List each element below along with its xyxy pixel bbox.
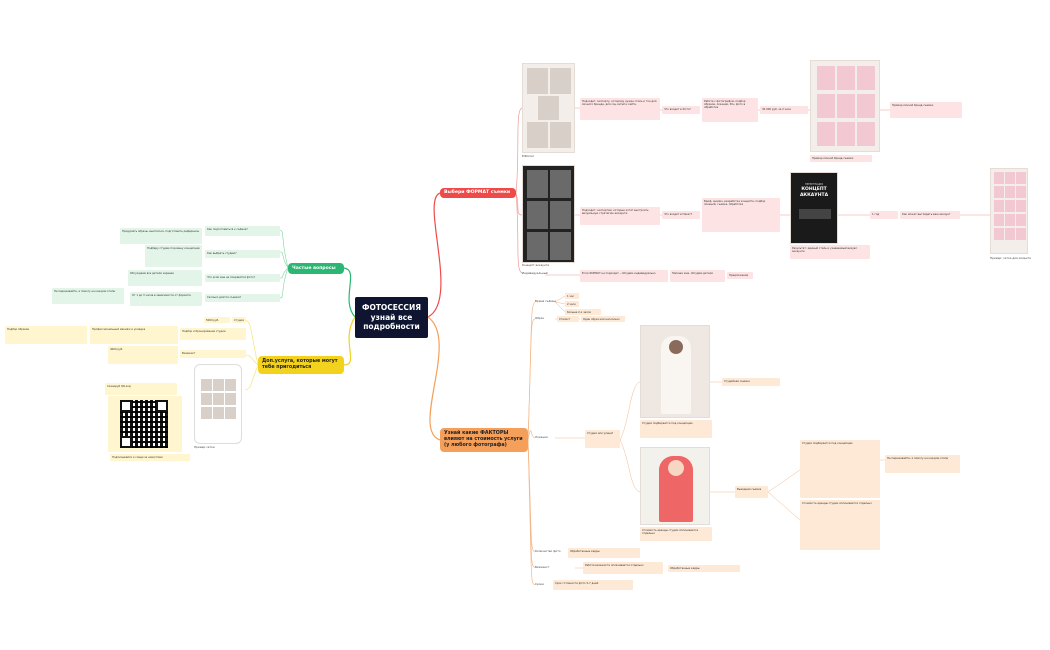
factor-count-note: Обработанные кадры <box>568 548 640 558</box>
studio-photo <box>640 325 710 418</box>
editorial-example-note: Пример личной бренд-съемки <box>810 155 872 162</box>
concept-includes: Что входит в Пакет? <box>662 211 700 219</box>
individual-note: Напиши мне, обсудим детали <box>670 270 725 282</box>
concept-desc: Подходит: экспертам, которые хотят выстр… <box>580 207 660 225</box>
faq-q4: Сколько длится съемка? <box>205 294 280 302</box>
outdoor-detail-1: Студия подбирается под концепцию <box>800 440 880 498</box>
factor-time-1h: 1 час <box>565 293 579 299</box>
qr-caption: Сканируй QR-код <box>105 383 177 395</box>
editorial-side-note: Пример личной бренд-съемки <box>890 102 962 118</box>
outdoor-side: Не переживайте, я помогу на каждом этапе <box>885 455 960 473</box>
individual-tag: Предложение <box>727 272 753 279</box>
concept-list: Бриф, анализ, разработка концепта, подбо… <box>702 198 780 232</box>
factor-look: Образ <box>535 317 544 320</box>
phone-caption: Пример сетки <box>194 446 215 449</box>
individual-label: Индивидуальный <box>522 272 548 275</box>
extra-mua-side: Подбор образов <box>5 326 87 344</box>
faq-q3: Что если мне не понравятся фото? <box>205 274 280 282</box>
concept-result: Результат: единый стиль и узнаваемый виз… <box>790 245 870 259</box>
editorial-example-grid <box>810 60 880 152</box>
topic-factors[interactable]: Узнай какие ФАКТОРЫ влияют на стоимость … <box>440 428 528 452</box>
factor-location-question: Студия или улица? <box>585 430 620 448</box>
faq-a2: Подберу студию под вашу концепцию <box>145 245 202 267</box>
extra-studio: Студия <box>232 317 246 323</box>
factor-mua: Визажист <box>535 566 550 569</box>
topic-format[interactable]: Выбери ФОРМАТ съемки <box>440 188 516 198</box>
concept-after: Как может выглядеть ваш аккаунт <box>900 211 960 219</box>
individual-desc: Если ФОРМАТ не подходит – обсудим индиви… <box>580 270 668 282</box>
factor-look-count: Один образ или несколько <box>581 316 625 322</box>
factor-time-more: больше 2-х часов <box>565 309 601 315</box>
editorial-price: 30 000 руб. за 2 часа <box>760 106 808 114</box>
editorial-photo-collage <box>522 63 575 153</box>
faq-side-note: Не переживайте, я помогу на каждом этапе <box>52 288 124 304</box>
factor-count: Количество фото <box>535 550 561 553</box>
factor-location: Локация <box>535 436 548 439</box>
outdoor-detail-2: Стоимость аренды студии оплачивается отд… <box>800 500 880 550</box>
topic-extra[interactable]: Доп.услуга, которые могут тебе пригодить… <box>258 356 344 374</box>
factor-deadline-note: Срок готовности фото 5-7 дней <box>553 580 633 590</box>
outdoor-photo <box>640 447 710 525</box>
outdoor-note: Стоимость аренды студии оплачивается отд… <box>640 527 712 541</box>
studio-label: Студийная съемка <box>722 378 780 386</box>
concept-time: 1 год <box>870 211 898 219</box>
outdoor-label: Выездная съемка <box>735 486 768 498</box>
editorial-label: Editorial <box>522 155 534 158</box>
factor-mua-tag: Обработанные кадры <box>668 565 740 572</box>
factor-deadline: Сроки <box>535 583 544 586</box>
phone-mockup <box>194 364 242 444</box>
concept-example-grid <box>990 168 1028 254</box>
factor-time-2h: 2 часа <box>565 301 579 307</box>
concept-card-title: КОНЦЕПТ АККАУНТА <box>799 187 829 198</box>
factor-time: Время съёмки <box>535 300 556 303</box>
factor-mua-note: Работа визажиста оплачивается отдельно <box>583 562 663 574</box>
topic-faq[interactable]: Частые вопросы <box>288 263 344 274</box>
extra-mua-detail: Профессиональный макияж и укладка <box>90 326 178 344</box>
qr-code-card[interactable] <box>108 396 182 452</box>
editorial-includes: Что входит в Фото? <box>662 106 700 114</box>
faq-a4: От 1 до 3 часов в зависимости от формата <box>130 292 202 306</box>
concept-presentation-card: ПРЕЗЕНТАЦИЯ КОНЦЕПТ АККАУНТА <box>790 172 838 244</box>
central-topic[interactable]: ФОТОСЕССИЯ узнай все подробности <box>355 297 428 338</box>
extra-mua-note: 4000 руб. <box>108 346 178 364</box>
faq-a3: Обсуждаем все детали заранее <box>128 270 202 286</box>
extra-studio-price: 5000 руб. <box>204 317 230 323</box>
editorial-desc: Подходит: эксперту, которому нужен стиль… <box>580 98 660 120</box>
concept-label: Концепт аккаунта <box>522 264 550 267</box>
qr-note: Подписывайся и следи за новостями <box>110 454 190 461</box>
faq-q2: Как выбрать студию? <box>205 250 280 258</box>
faq-a1: Продумать образы, выспаться, подготовить… <box>120 228 202 244</box>
editorial-list: Работа с фотографом, подбор образов, лок… <box>702 98 758 122</box>
extra-mua: Визажист <box>180 350 246 358</box>
studio-note: Студия подбирается под концепцию <box>640 420 712 438</box>
faq-q1: Как подготовиться к съёмке? <box>205 226 280 236</box>
factor-look-stylist: Стилист <box>557 316 579 322</box>
concept-example-caption: Пример: сетка для клиента <box>990 257 1031 260</box>
extra-studio-note: Подбор и бронирование студии <box>180 328 246 340</box>
concept-photo-collage <box>522 165 575 263</box>
concept-card-top: ПРЕЗЕНТАЦИЯ <box>805 183 823 186</box>
